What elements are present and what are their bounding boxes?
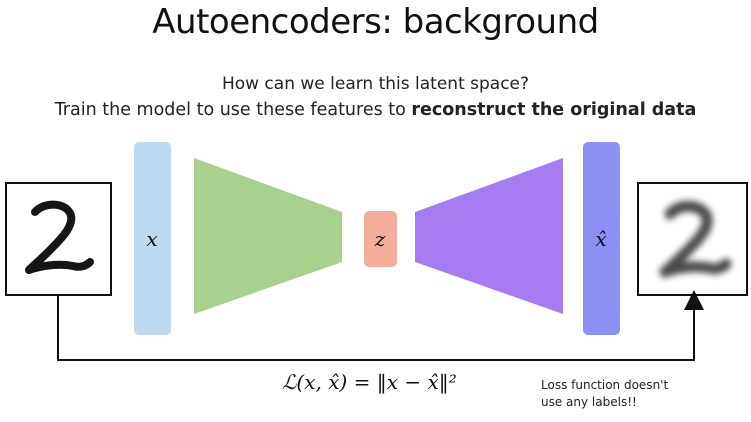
encoder-block [194,158,342,314]
reconstructed-digit-glyph [659,200,732,278]
page-title: Autoencoders: background [152,2,599,42]
subtitle-description-bold: reconstruct the original data [411,100,697,120]
subtitle-question: How can we learn this latent space? [221,74,530,94]
latent-label: z [374,227,386,251]
loss-arrow [57,290,704,361]
subtitle-description-plain: Train the model to use these features to [54,100,412,120]
loss-note-line2: use any labels!! [541,395,637,409]
loss-note: Loss function doesn't use any labels!! [541,377,691,411]
input-label: x [146,227,157,251]
output-image [637,182,748,296]
latent-bar [364,211,397,267]
digit-2-glyph [25,200,94,274]
input-image [5,182,112,296]
input-bar [134,142,171,335]
output-bar [583,142,620,335]
output-label: x̂ [595,227,606,251]
decoder-block [415,158,563,314]
loss-note-line1: Loss function doesn't [541,378,669,392]
subtitle-description: Train the model to use these features to… [0,100,751,120]
loss-formula: ℒ(x, x̂) = ‖x − x̂‖² [282,370,457,394]
